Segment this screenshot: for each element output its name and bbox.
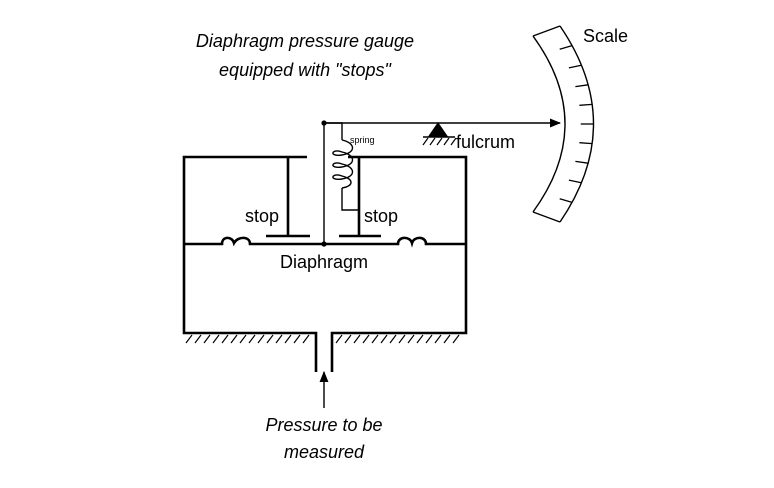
scale-tick bbox=[568, 64, 582, 69]
pressure-label-line-1: Pressure to be bbox=[265, 415, 382, 435]
title-line-2: equipped with "stops" bbox=[219, 60, 392, 80]
diaphragm-label: Diaphragm bbox=[280, 252, 368, 272]
scale-tick bbox=[568, 179, 582, 184]
diaphragm-pivot-dot bbox=[321, 241, 327, 247]
lower-chamber bbox=[182, 244, 468, 372]
fulcrum-label: fulcrum bbox=[456, 132, 515, 152]
left-stop bbox=[266, 157, 310, 238]
scale bbox=[532, 25, 595, 223]
stop-label-left: stop bbox=[245, 206, 279, 226]
scale-ticks bbox=[559, 44, 594, 204]
pressure-label-line-2: measured bbox=[284, 442, 365, 462]
fulcrum bbox=[422, 122, 457, 146]
scale-tick bbox=[579, 103, 593, 106]
spring-label: spring bbox=[350, 135, 375, 145]
hatch-marks-bottom bbox=[185, 334, 460, 344]
scale-tick bbox=[579, 142, 593, 145]
scale-tick bbox=[575, 160, 589, 164]
upper-chamber bbox=[182, 155, 468, 244]
scale-label: Scale bbox=[583, 26, 628, 46]
scale-tick bbox=[559, 44, 573, 50]
scale-tick bbox=[575, 84, 589, 88]
right-stop bbox=[339, 157, 381, 238]
stop-label-right: stop bbox=[364, 206, 398, 226]
title-line-1: Diaphragm pressure gauge bbox=[196, 31, 414, 51]
scale-tick bbox=[559, 198, 573, 204]
